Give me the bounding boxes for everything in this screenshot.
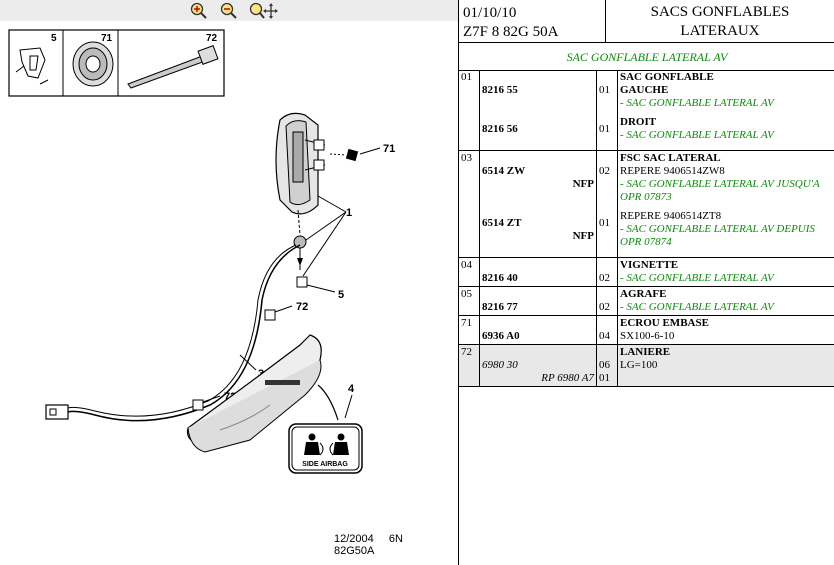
exploded-diagram: 5 71 72 [8,29,395,474]
toolbar [0,0,458,21]
drawing-date: 12/2004 [334,533,374,545]
parts-header: 01/10/10 Z7F 8 82G 50A SACS GONFLABLES L… [459,0,834,43]
drawing-code: 6N 82G50A [334,533,403,557]
callout-5: 5 [338,289,344,301]
callout-72-upper: 72 [296,301,308,313]
wiring-harness [67,244,301,422]
nut-icon [72,41,114,87]
callout-1: 1 [346,207,352,219]
parts-list-pane: 01/10/10 Z7F 8 82G 50A SACS GONFLABLES L… [458,0,834,565]
harness-plug [45,404,69,420]
parts-inset: 5 71 72 [8,29,225,97]
header-title-line2: LATERAUX [680,23,760,39]
inset-label-71: 71 [101,33,113,44]
airbag-module [275,112,326,215]
callout-4: 4 [348,383,355,395]
connector-shape [293,235,307,249]
clip-icon [19,47,46,79]
section-subtitle: SAC GONFLABLE LATERAL AV [459,43,834,71]
badge-text: SIDE AIRBAG [302,461,348,468]
zoom-move-icon[interactable] [248,1,278,20]
zoom-in-icon[interactable] [188,1,210,20]
inset-label-72: 72 [206,33,218,44]
side-airbag-badge: SIDE AIRBAG [288,423,363,474]
cable-tie-icon [127,45,219,89]
drawing-footer: 12/2004 6N 82G50A [334,533,458,557]
header-title-line1: SACS GONFLABLES [650,4,790,20]
header-ref: Z7F 8 82G 50A [463,24,559,40]
nut-71-shape [345,148,359,162]
inset-label-5: 5 [51,33,57,44]
table-row[interactable]: 04 8216 40 02 VIGNETTE- SAC GONFLABLE LA… [459,257,834,287]
callout-71: 71 [383,143,395,155]
zoom-out-icon[interactable] [218,1,240,20]
seat-trim [186,334,322,453]
diagram-pane: 5 71 72 [0,0,458,557]
header-date: 01/10/10 [463,5,517,21]
table-row[interactable]: 05 8216 77 02 AGRAFE- SAC GONFLABLE LATE… [459,286,834,316]
